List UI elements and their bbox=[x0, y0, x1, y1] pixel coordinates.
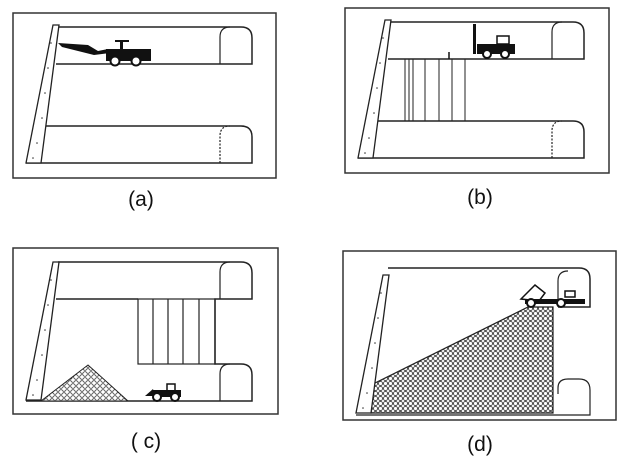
panel-label-a: (a) bbox=[128, 188, 154, 211]
panel-b bbox=[344, 7, 610, 174]
panel-label-c: ( c) bbox=[130, 430, 162, 453]
panel-frame bbox=[12, 247, 279, 415]
blasted-rings bbox=[137, 298, 216, 365]
panel-label-b: (b) bbox=[467, 186, 493, 209]
longhole-drill-rig-icon bbox=[448, 24, 515, 59]
panel-a bbox=[12, 12, 277, 179]
panel-c bbox=[12, 247, 279, 415]
dump-truck-icon bbox=[519, 283, 585, 308]
panel-d bbox=[342, 250, 617, 421]
panel-label-d: (d) bbox=[467, 433, 493, 456]
muck-pile bbox=[39, 364, 130, 402]
drill-rig-icon bbox=[58, 40, 151, 67]
drill-holes bbox=[404, 59, 466, 121]
